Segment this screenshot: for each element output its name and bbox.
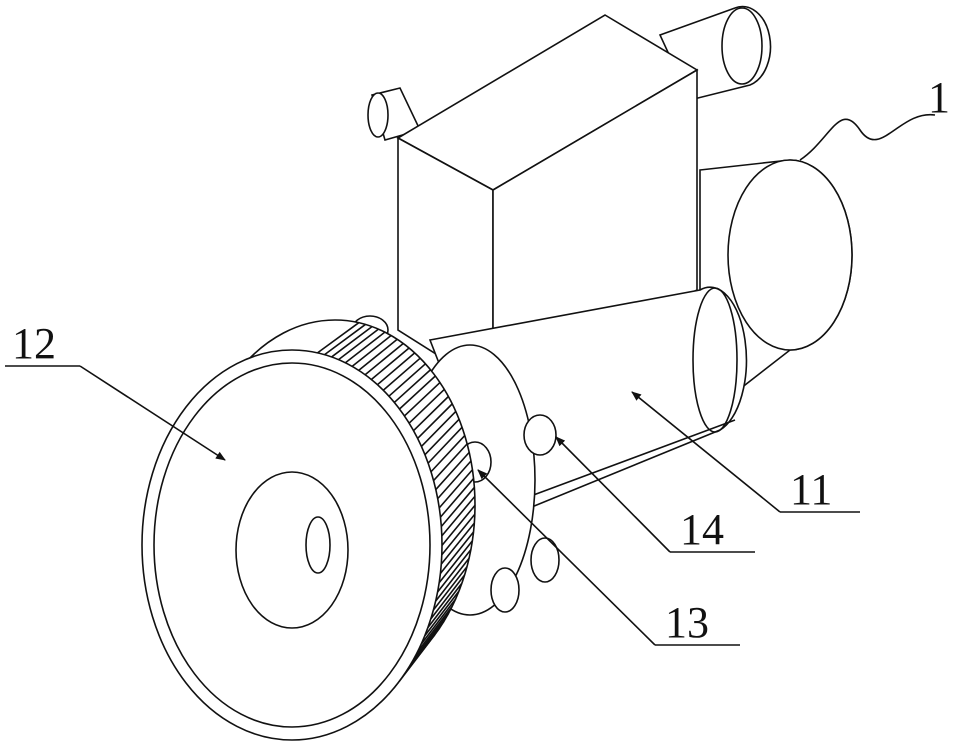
pulley-tooth	[441, 504, 476, 546]
label-13: 13	[665, 598, 709, 647]
toothed-pulley	[141, 319, 476, 741]
pulley-tooth	[324, 323, 366, 356]
label-1: 1	[928, 73, 950, 122]
pulley-tooth	[427, 582, 463, 628]
pulley-tooth	[436, 549, 472, 593]
shaft-end	[305, 516, 331, 574]
nut-bottom	[530, 537, 560, 583]
nut-top	[523, 414, 557, 456]
pulley-tooth	[398, 375, 436, 410]
pulley-tooth	[420, 410, 457, 447]
pulley-tooth	[424, 590, 460, 637]
pulley-tooth	[435, 451, 470, 491]
pulley-tooth	[420, 598, 457, 645]
pulley-tooth	[376, 352, 416, 386]
hub-bore	[235, 471, 349, 629]
pulley-tooth	[435, 557, 470, 602]
pulley-tooth	[430, 574, 466, 620]
label-14: 14	[680, 505, 724, 554]
pulley-tooth	[424, 418, 460, 456]
pulley-tooth	[441, 513, 476, 556]
pulley-tooth	[432, 443, 468, 482]
pulley-tooth	[351, 334, 392, 367]
pulley-tooth	[441, 495, 476, 537]
pulley-tooth	[403, 381, 441, 417]
pulley-tooth	[440, 486, 475, 528]
pulley-tooth	[338, 328, 379, 361]
pulley-tooth	[416, 606, 453, 653]
pulley-tooth	[417, 403, 453, 439]
label-12: 12	[12, 319, 56, 368]
pulley-tooth	[427, 426, 463, 464]
pulley-tooth	[439, 478, 475, 518]
pulley-tooth	[364, 342, 404, 376]
pulley-tooth	[344, 331, 386, 364]
pulley-tooth	[438, 469, 474, 509]
pulley-tooth	[438, 540, 473, 584]
pulley-tooth	[432, 566, 468, 611]
pulley-tooth	[440, 522, 475, 565]
pulley-tooth	[412, 395, 449, 432]
pulley-tooth	[382, 357, 421, 391]
pulley-tooth	[317, 322, 360, 354]
pulley-tooth	[388, 363, 426, 397]
pulley-tooth	[370, 347, 410, 381]
pulley-tooth	[437, 460, 472, 500]
pulley-tooth	[430, 434, 466, 473]
pulley-tooth	[331, 325, 373, 358]
leader-lines	[5, 114, 936, 646]
label-11: 11	[790, 465, 832, 514]
pulley-tooth	[408, 388, 445, 424]
pulley-tooth	[358, 338, 398, 371]
pulley-tooth	[439, 531, 475, 574]
pulley-tooth	[393, 369, 432, 404]
